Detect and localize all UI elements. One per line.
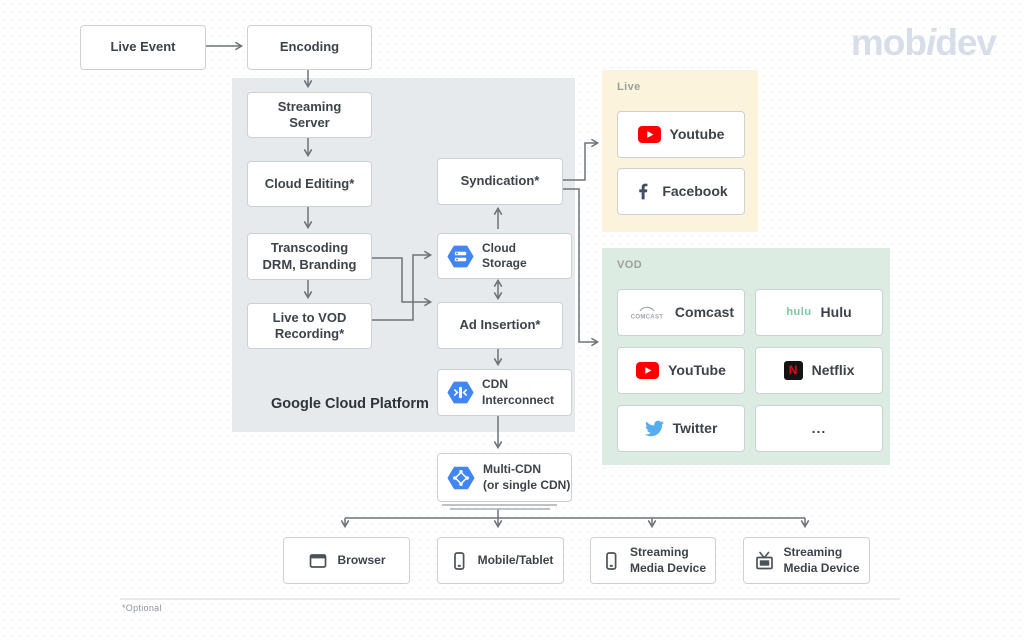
node-label: Ad Insertion* [459, 317, 541, 333]
node-label: Multi-CDN (or single CDN) [483, 462, 571, 492]
netflix-icon: N [783, 361, 803, 380]
multi-cdn-icon [447, 466, 475, 489]
comcast-logo-text: COMCAST [631, 314, 663, 320]
hulu-icon: hulu [786, 305, 812, 318]
smartphone-icon [606, 551, 617, 570]
brand-label: YouTube [668, 361, 726, 378]
optional-footnote: *Optional [122, 603, 162, 613]
tv-icon [756, 551, 774, 569]
node-cdn-interconnect: CDN Interconnect [437, 369, 572, 416]
brand-label: Youtube [669, 125, 725, 142]
node-label: Syndication* [460, 173, 540, 189]
brand-label: Netflix [811, 361, 855, 378]
vod-item-hulu: hulu Hulu [755, 289, 883, 336]
brand-label: Hulu [820, 303, 852, 320]
vod-item-netflix: N Netflix [755, 347, 883, 394]
node-cloud-editing: Cloud Editing* [247, 161, 372, 207]
device-streaming-media-tv: Streaming Media Device [743, 537, 870, 584]
brand-label: Facebook [662, 182, 728, 199]
twitter-icon [644, 420, 664, 437]
comcast-icon: COMCAST [631, 306, 663, 320]
brand-label: Twitter [672, 419, 718, 436]
live-panel-label: Live [617, 81, 641, 93]
node-live-event: Live Event [80, 25, 206, 70]
node-syndication: Syndication* [437, 158, 563, 205]
youtube-icon [636, 362, 660, 379]
node-label: Live Event [110, 39, 176, 55]
logo-part: dev [935, 22, 997, 63]
node-label: CDN Interconnect [482, 377, 555, 407]
node-cloud-storage: Cloud Storage [437, 233, 572, 279]
vod-item-more: ... [755, 405, 883, 452]
node-label: Cloud Storage [482, 240, 527, 270]
mobile-icon [453, 551, 465, 570]
logo-part: mob [850, 22, 927, 63]
vod-item-twitter: Twitter [617, 405, 745, 452]
cloud-storage-icon [447, 245, 474, 267]
node-transcoding: Transcoding DRM, Branding [247, 233, 372, 280]
node-label: Encoding [279, 39, 340, 55]
youtube-icon [637, 126, 661, 143]
brand-label: ... [811, 419, 827, 436]
node-multi-cdn: Multi-CDN (or single CDN) [437, 453, 572, 502]
vod-item-youtube: YouTube [617, 347, 745, 394]
node-encoding: Encoding [247, 25, 372, 70]
vod-item-comcast: COMCAST Comcast [617, 289, 745, 336]
gcp-panel-label: Google Cloud Platform [271, 396, 429, 412]
node-label: Transcoding DRM, Branding [262, 240, 357, 272]
device-mobile-tablet: Mobile/Tablet [437, 537, 564, 584]
browser-icon [310, 553, 327, 568]
logo-part-italic: i [925, 22, 936, 63]
node-label: Streaming Server [277, 98, 342, 130]
node-label: Cloud Editing* [264, 175, 355, 191]
device-streaming-media-phone: Streaming Media Device [590, 537, 716, 584]
device-label: Streaming Media Device [629, 545, 707, 575]
mobidev-logo: mobidev [850, 22, 997, 64]
cdn-interconnect-icon [447, 381, 474, 404]
brand-label: Comcast [674, 303, 735, 320]
facebook-icon [639, 183, 648, 200]
device-label: Mobile/Tablet [477, 552, 554, 567]
device-label: Browser [337, 552, 386, 567]
node-ad-insertion: Ad Insertion* [437, 302, 563, 349]
node-streaming-server: Streaming Server [247, 92, 372, 138]
device-label: Streaming Media Device [783, 545, 860, 575]
node-label: Live to VOD Recording* [272, 309, 347, 341]
live-item-facebook: Facebook [617, 168, 745, 215]
device-browser: Browser [283, 537, 410, 584]
live-item-youtube: Youtube [617, 111, 745, 158]
node-live-to-vod: Live to VOD Recording* [247, 303, 372, 349]
vod-panel-label: VOD [617, 259, 643, 271]
